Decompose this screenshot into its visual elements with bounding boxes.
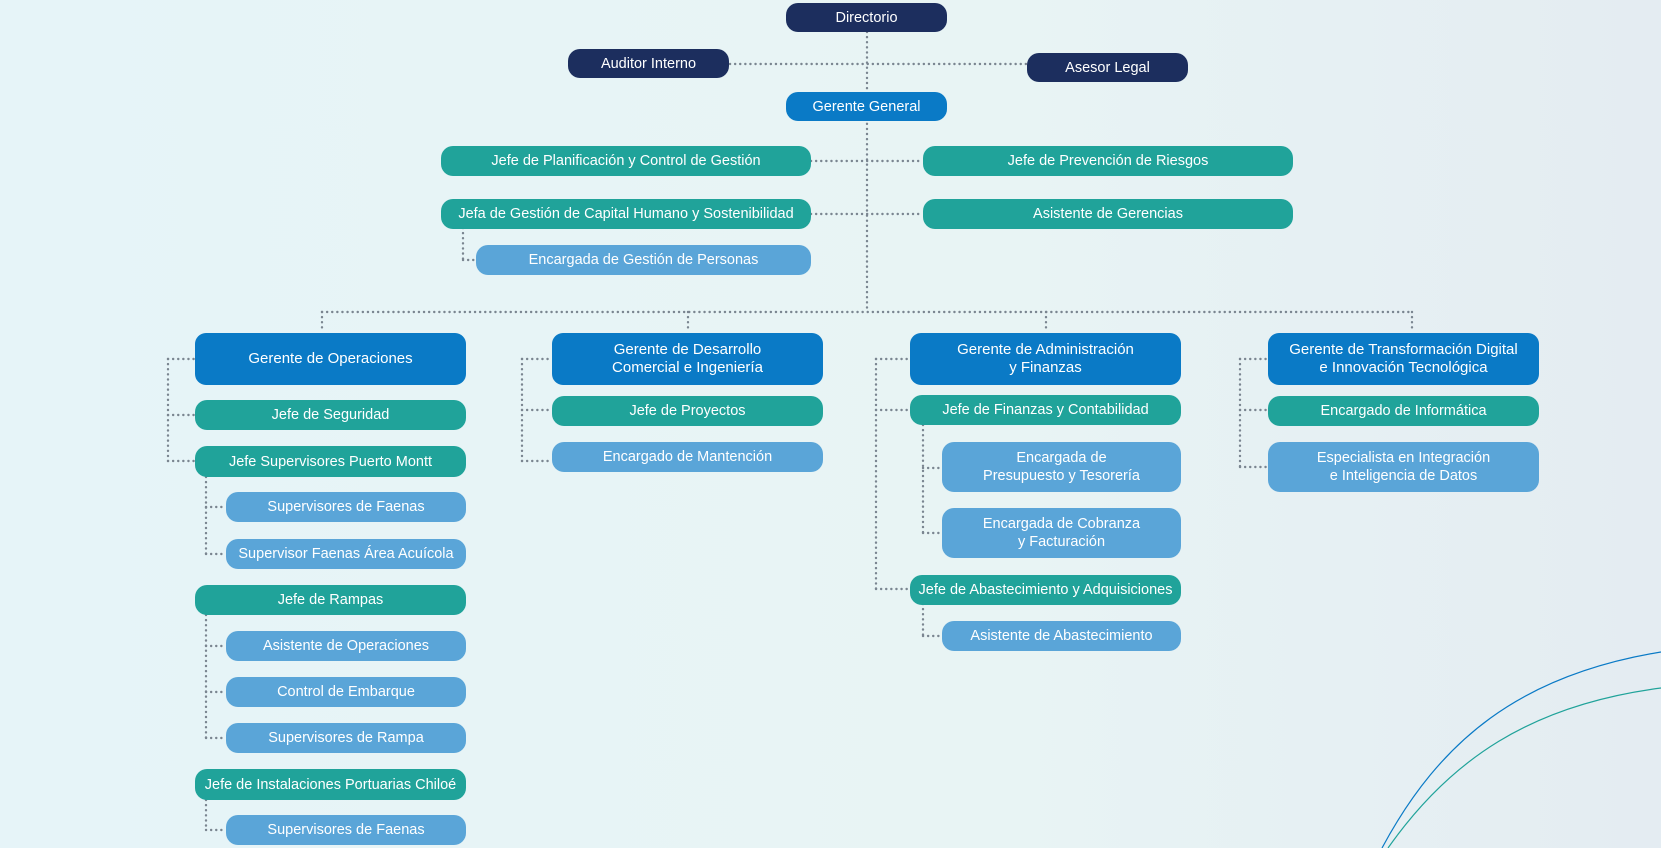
- node-encargada-presupuesto: Encargada de Presupuesto y Tesorería: [942, 442, 1181, 492]
- node-label: Supervisores de Faenas: [267, 499, 425, 515]
- node-jefe-rampas: Jefe de Rampas: [195, 585, 466, 615]
- node-especialista-datos: Especialista en Integración e Inteligenc…: [1268, 442, 1539, 492]
- node-label: Jefe de Abastecimiento y Adquisiciones: [918, 582, 1173, 598]
- node-auditor-interno: Auditor Interno: [568, 49, 729, 78]
- node-label: Jefe Supervisores Puerto Montt: [228, 453, 433, 470]
- node-label: Asistente de Operaciones: [262, 638, 430, 654]
- node-label: Jefe de Instalaciones Portuarias Chiloé: [204, 776, 457, 793]
- node-jefe-seguridad: Jefe de Seguridad: [195, 400, 466, 430]
- node-label: Encargada de Cobranza y Facturación: [982, 516, 1141, 550]
- node-gerente-operaciones: Gerente de Operaciones: [195, 333, 466, 385]
- node-label: Encargada de Gestión de Personas: [528, 252, 759, 268]
- decorative-arc-blue: [1381, 651, 1661, 848]
- node-label: Gerente de Operaciones: [248, 350, 413, 367]
- node-asistente-abastecimiento: Asistente de Abastecimiento: [942, 621, 1181, 651]
- node-label: Asistente de Abastecimiento: [970, 628, 1153, 644]
- node-jefe-abastecimiento: Jefe de Abastecimiento y Adquisiciones: [910, 575, 1181, 605]
- node-directorio: Directorio: [786, 3, 947, 32]
- node-label: Asesor Legal: [1065, 59, 1150, 76]
- node-supervisores-rampa: Supervisores de Rampa: [226, 723, 466, 753]
- node-encargado-informatica: Encargado de Informática: [1268, 396, 1539, 426]
- node-label: Gerente de Administración y Finanzas: [957, 341, 1134, 376]
- node-label: Jefe de Rampas: [277, 592, 384, 608]
- node-label: Jefe de Proyectos: [629, 403, 746, 419]
- node-encargada-personas: Encargada de Gestión de Personas: [476, 245, 811, 275]
- node-asesor-legal: Asesor Legal: [1027, 53, 1188, 82]
- node-label: Encargada de Presupuesto y Tesorería: [983, 450, 1140, 484]
- node-label: Asistente de Gerencias: [1033, 206, 1183, 222]
- node-label: Gerente de Desarrollo Comercial e Ingeni…: [612, 341, 763, 376]
- node-asistente-gerencias: Asistente de Gerencias: [923, 199, 1293, 229]
- node-label: Encargado de Informática: [1320, 403, 1487, 419]
- node-supervisor-faenas-acuicola: Supervisor Faenas Área Acuícola: [226, 539, 466, 569]
- node-gerente-transformacion: Gerente de Transformación Digital e Inno…: [1268, 333, 1539, 385]
- node-jefe-planificacion: Jefe de Planificación y Control de Gesti…: [441, 146, 811, 176]
- node-jefe-prevencion: Jefe de Prevención de Riesgos: [923, 146, 1293, 176]
- node-jefe-instalaciones-chiloe: Jefe de Instalaciones Portuarias Chiloé: [195, 769, 466, 800]
- node-jefa-capital-humano: Jefa de Gestión de Capital Humano y Sost…: [441, 199, 811, 229]
- node-encargada-cobranza: Encargada de Cobranza y Facturación: [942, 508, 1181, 558]
- node-label: Supervisor Faenas Área Acuícola: [238, 546, 454, 562]
- node-jefe-proyectos: Jefe de Proyectos: [552, 396, 823, 426]
- node-label: Supervisores de Rampa: [268, 730, 424, 746]
- node-label: Directorio: [835, 9, 898, 26]
- node-label: Jefe de Prevención de Riesgos: [1007, 153, 1209, 169]
- node-label: Gerente de Transformación Digital e Inno…: [1289, 341, 1518, 376]
- node-gerente-administracion: Gerente de Administración y Finanzas: [910, 333, 1181, 385]
- node-supervisores-faenas: Supervisores de Faenas: [226, 492, 466, 522]
- node-label: Especialista en Integración e Inteligenc…: [1316, 450, 1491, 484]
- node-encargado-mantencion: Encargado de Mantención: [552, 442, 823, 472]
- node-gerente-general: Gerente General: [786, 92, 947, 121]
- node-label: Jefa de Gestión de Capital Humano y Sost…: [458, 206, 794, 222]
- node-label: Jefe de Planificación y Control de Gesti…: [491, 153, 761, 169]
- node-jefe-supervisores-puerto-montt: Jefe Supervisores Puerto Montt: [195, 446, 466, 477]
- node-control-embarque: Control de Embarque: [226, 677, 466, 707]
- decorative-arc-teal: [1387, 687, 1661, 848]
- node-asistente-operaciones: Asistente de Operaciones: [226, 631, 466, 661]
- node-label: Supervisores de Faenas: [267, 822, 425, 838]
- node-gerente-desarrollo: Gerente de Desarrollo Comercial e Ingeni…: [552, 333, 823, 385]
- node-jefe-finanzas: Jefe de Finanzas y Contabilidad: [910, 395, 1181, 425]
- node-label: Gerente General: [812, 98, 921, 115]
- node-label: Jefe de Finanzas y Contabilidad: [942, 402, 1149, 418]
- node-supervisores-faenas-chiloe: Supervisores de Faenas: [226, 815, 466, 845]
- node-label: Encargado de Mantención: [602, 449, 773, 465]
- node-label: Auditor Interno: [600, 55, 697, 72]
- node-label: Control de Embarque: [277, 684, 415, 700]
- node-label: Jefe de Seguridad: [271, 407, 390, 423]
